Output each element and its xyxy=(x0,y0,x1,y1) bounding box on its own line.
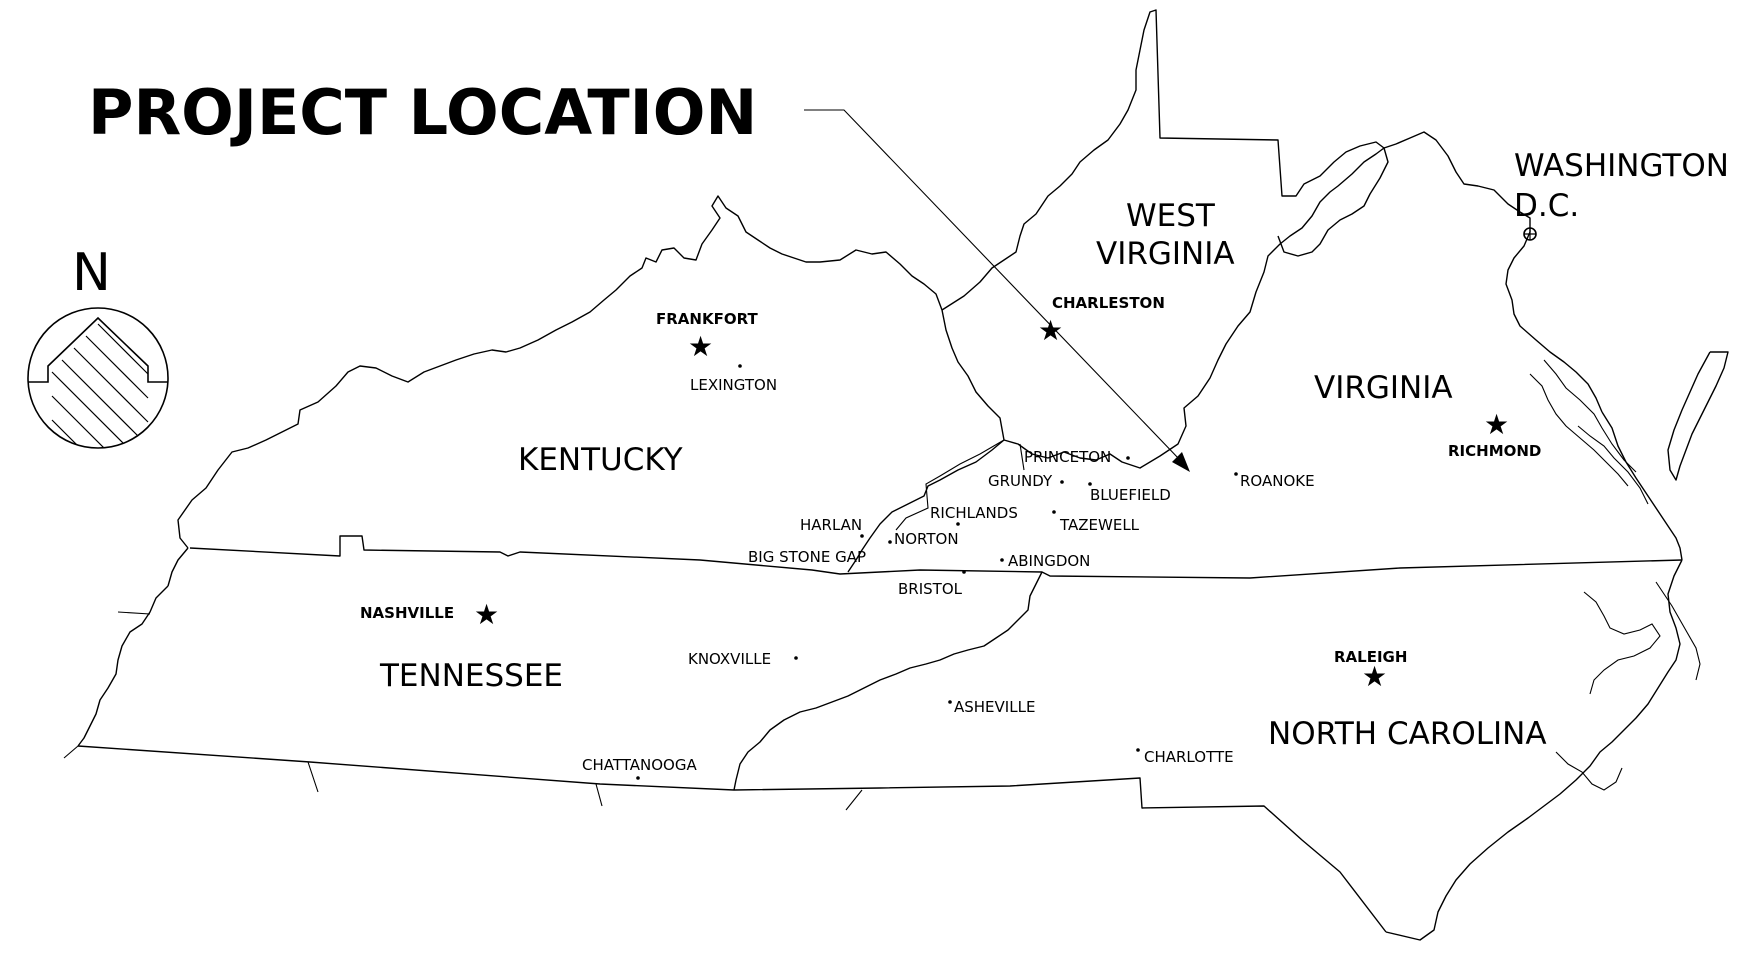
kentucky-tennessee-border xyxy=(189,535,1683,579)
chesapeake-inlet-2 xyxy=(1529,373,1629,487)
state-borders xyxy=(63,9,1729,941)
capital-label-charleston: CHARLESTON xyxy=(1052,294,1165,312)
city-label-bluefield: BLUEFIELD xyxy=(1090,486,1171,504)
cities: LEXINGTON PRINCETON GRUNDY BLUEFIELD ROA… xyxy=(582,364,1315,780)
city-dot-roanoke xyxy=(1234,472,1238,476)
leader-arrowhead xyxy=(1172,452,1190,472)
capital-label-raleigh: RALEIGH xyxy=(1334,648,1407,666)
north-arrow: N xyxy=(27,243,169,449)
city-dot-grundy xyxy=(1060,480,1064,484)
capital-label-richmond: RICHMOND xyxy=(1448,442,1541,460)
washington-dc-marker xyxy=(1523,227,1537,241)
west-virginia-north-border xyxy=(941,9,1385,311)
city-label-big-stone-gap: BIG STONE GAP xyxy=(748,548,866,566)
tn-south-tick-1 xyxy=(307,761,319,793)
state-label-virginia: VIRGINIA xyxy=(1314,370,1453,406)
west-virginia-border xyxy=(1003,147,1389,469)
city-label-tazewell: TAZEWELL xyxy=(1059,516,1140,534)
appalachian-spur-2 xyxy=(1019,443,1025,471)
city-dot-lexington xyxy=(738,364,742,368)
north-carolina-coast xyxy=(1385,559,1683,941)
capital-star-richmond: ★ xyxy=(1484,408,1509,441)
chesapeake-inlet-3 xyxy=(1577,425,1649,505)
city-dot-bristol xyxy=(962,570,966,574)
city-label-norton: NORTON xyxy=(894,530,959,548)
city-label-princeton: PRINCETON xyxy=(1024,448,1111,466)
city-label-grundy: GRUNDY xyxy=(988,472,1053,490)
state-label-kentucky: KENTUCKY xyxy=(518,442,683,478)
delmarva-peninsula xyxy=(1667,351,1729,481)
nc-south-tick xyxy=(845,789,863,811)
state-label-north-carolina: NORTH CAROLINA xyxy=(1268,716,1547,752)
city-dot-charlotte xyxy=(1136,748,1140,752)
chesapeake-inlet-1 xyxy=(1543,359,1637,473)
north-label: N xyxy=(72,243,111,303)
city-dot-richlands xyxy=(956,522,960,526)
nc-barrier-island xyxy=(1555,751,1623,791)
city-dot-abingdon xyxy=(1000,558,1004,562)
dc-label-1: WASHINGTON xyxy=(1514,148,1729,184)
dc-symbol-cross xyxy=(1524,228,1536,240)
mississippi-tick xyxy=(63,745,79,759)
city-dot-asheville xyxy=(948,700,952,704)
capital-star-frankfort: ★ xyxy=(688,330,713,363)
kentucky-western-border xyxy=(167,547,189,587)
city-label-charlotte: CHARLOTTE xyxy=(1144,748,1234,766)
dc-label-2: D.C. xyxy=(1514,188,1579,224)
leader-line xyxy=(804,109,1181,461)
state-label-west-virginia-1: WEST xyxy=(1126,198,1216,234)
compass-hatching xyxy=(51,323,149,448)
southern-border xyxy=(77,745,1387,933)
city-label-roanoke: ROANOKE xyxy=(1240,472,1315,490)
city-dot-bluefield xyxy=(1088,482,1092,486)
city-label-bristol: BRISTOL xyxy=(898,580,963,598)
city-label-lexington: LEXINGTON xyxy=(690,376,777,394)
project-location-leader xyxy=(804,109,1190,472)
pamlico-inlet xyxy=(1583,591,1661,695)
capital-cities: FRANKFORT ★ CHARLESTON ★ RICHMOND ★ NASH… xyxy=(360,294,1541,693)
kentucky-eastern-border xyxy=(847,309,1005,573)
city-dot-chattanooga xyxy=(636,776,640,780)
city-dot-knoxville xyxy=(794,656,798,660)
city-label-abingdon: ABINGDON xyxy=(1008,552,1090,570)
state-label-west-virginia-2: VIRGINIA xyxy=(1096,236,1235,272)
kentucky-far-west-tick xyxy=(117,611,151,615)
city-label-richlands: RICHLANDS xyxy=(930,504,1018,522)
capital-star-charleston: ★ xyxy=(1038,314,1063,347)
capital-star-raleigh: ★ xyxy=(1362,660,1387,693)
state-labels: KENTUCKY WEST VIRGINIA VIRGINIA TENNESSE… xyxy=(379,148,1729,752)
map-title: PROJECT LOCATION xyxy=(88,76,757,149)
virginia-coast xyxy=(1601,411,1683,561)
tn-south-tick-2 xyxy=(595,783,603,807)
city-label-asheville: ASHEVILLE xyxy=(954,698,1035,716)
city-dot-tazewell xyxy=(1052,510,1056,514)
capital-label-frankfort: FRANKFORT xyxy=(656,310,758,328)
tennessee-western-border xyxy=(77,585,169,747)
capital-label-nashville: NASHVILLE xyxy=(360,604,454,622)
appalachian-spur-1 xyxy=(895,439,1005,531)
kentucky-northern-border xyxy=(177,195,943,549)
city-dot-princeton xyxy=(1126,456,1130,460)
city-dot-harlan xyxy=(860,534,864,538)
city-label-chattanooga: CHATTANOOGA xyxy=(582,756,697,774)
compass-arrow xyxy=(28,316,168,448)
state-label-tennessee: TENNESSEE xyxy=(379,658,563,694)
city-label-harlan: HARLAN xyxy=(800,516,862,534)
compass-circle xyxy=(27,307,169,449)
capital-star-nashville: ★ xyxy=(474,598,499,631)
albemarle-inlet xyxy=(1655,581,1701,681)
city-dot-norton xyxy=(888,540,892,544)
city-label-knoxville: KNOXVILLE xyxy=(688,650,771,668)
tennessee-north-carolina-border xyxy=(733,571,1043,791)
